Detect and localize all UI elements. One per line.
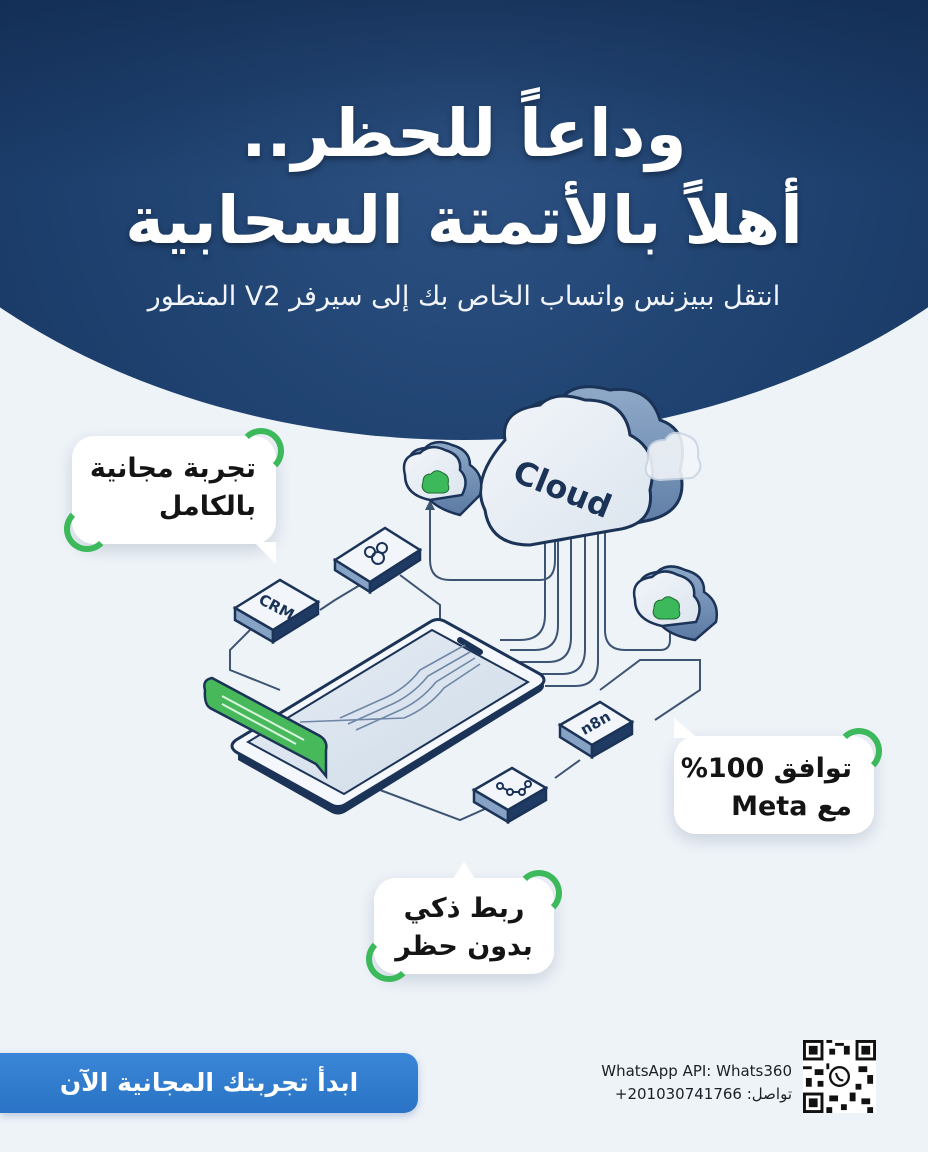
free-trial-line-2: بالكامل	[158, 491, 256, 522]
chat-bubble-icon	[203, 676, 328, 780]
green-accent-arc	[366, 936, 412, 982]
small-cloud-icon-left	[402, 440, 483, 517]
green-accent-arc	[836, 728, 882, 774]
meta-line-1: توافق 100%	[680, 753, 852, 784]
phone-label: تواصل:	[746, 1085, 792, 1103]
headline-line-1: وداعاً للحظر..	[241, 95, 687, 172]
cloud-automation-illustration: Cloud	[0, 380, 928, 900]
free-trial-line-1: تجربة مجانية	[89, 453, 256, 484]
smart-link-line-1: ربط ذكي	[403, 893, 525, 924]
decor-cloud-icon	[644, 431, 702, 482]
meta-compatibility-bubble: توافق 100% مع Meta	[674, 718, 882, 834]
phone-row: تواصل: +201030741766	[580, 1083, 792, 1106]
phone-number[interactable]: +201030741766	[614, 1085, 742, 1103]
screen-circuit-lines	[299, 644, 481, 731]
workflow-box	[471, 766, 549, 825]
main-cloud-icon: Cloud	[479, 385, 684, 547]
bubble-tail	[452, 862, 476, 880]
api-label: WhatsApp API: Whats360	[601, 1062, 792, 1080]
headline-line-2: أهلاً بالأتمتة السحابية	[125, 182, 803, 259]
headline-subtitle: انتقل ببيزنس واتساب الخاص بك إلى سيرفر V…	[147, 281, 781, 312]
workflow-icon	[496, 780, 532, 796]
small-cloud-icon-right	[632, 565, 718, 642]
headline: وداعاً للحظر.. أهلاً بالأتمتة السحابية ا…	[0, 92, 928, 314]
green-accent-arc	[64, 506, 110, 552]
green-accent-arc	[238, 428, 284, 474]
contact-info: WhatsApp API: Whats360 تواصل: +201030741…	[580, 1060, 792, 1106]
free-trial-bubble: تجربة مجانية بالكامل	[64, 428, 284, 564]
qr-code-icon	[803, 1040, 876, 1113]
crm-box: CRM	[232, 578, 321, 645]
qr-code[interactable]	[803, 1040, 876, 1113]
meta-line-2: مع Meta	[731, 791, 852, 822]
bubble-tail	[254, 542, 276, 564]
team-icon	[364, 542, 388, 565]
bubble-tail	[674, 718, 698, 738]
smart-link-line-2: بدون حظر	[395, 931, 533, 962]
start-free-trial-button[interactable]: ابدأ تجربتك المجانية الآن	[0, 1053, 418, 1113]
team-icon-box	[332, 526, 423, 595]
connector-lines	[229, 505, 701, 822]
green-accent-arc	[516, 870, 562, 916]
smart-link-bubble: ربط ذكي بدون حظر	[366, 862, 562, 982]
n8n-box: n8n	[557, 700, 635, 760]
